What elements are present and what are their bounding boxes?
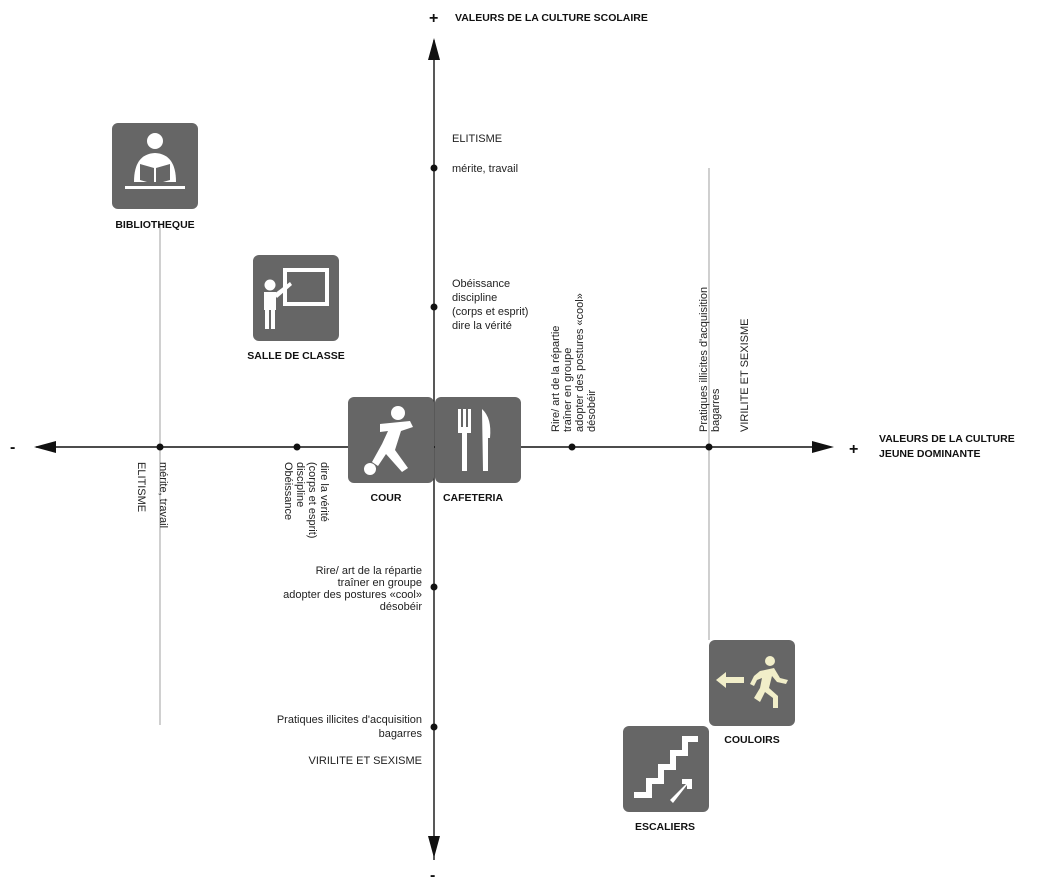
y-label-rire-2: traîner en groupe <box>338 577 422 589</box>
x-label-obeissance-2: discipline <box>294 462 306 507</box>
x-label-pratiques-1: Pratiques illicites d'acquisition <box>698 287 710 432</box>
couloirs-icon <box>709 640 795 726</box>
horizontal-axis-arrow-left <box>34 441 56 453</box>
vertical-axis-arrow-bottom <box>428 836 440 858</box>
x-axis-title-line2: JEUNE DOMINANTE <box>879 448 981 460</box>
dot-x-obeissance <box>293 443 301 451</box>
dot-y-merite <box>430 164 438 172</box>
cafeteria-icon <box>435 397 521 483</box>
x-left-sign: - <box>10 439 15 456</box>
x-right-sign: + <box>849 441 858 458</box>
y-bottom-sign: - <box>430 867 435 882</box>
x-label-rire-4: désobéir <box>586 389 598 432</box>
x-axis-title-line1: VALEURS DE LA CULTURE <box>879 433 1015 445</box>
y-label-rire-1: Rire/ art de la répartie <box>316 565 422 577</box>
y-label-pratiques-1: Pratiques illicites d'acquisition <box>277 714 422 726</box>
dot-y-pratiques <box>430 723 438 731</box>
x-label-obeissance-1: Obéissance <box>282 462 294 520</box>
x-label-rire-3: adopter des postures «cool» <box>574 293 586 432</box>
x-label-elitisme: ELITISME <box>135 462 147 512</box>
salle-label: SALLE DE CLASSE <box>247 350 344 362</box>
y-label-obeissance-2: discipline <box>452 292 497 304</box>
classroom-icon <box>253 255 339 341</box>
y-label-obeissance-1: Obéissance <box>452 278 510 290</box>
cour-icon <box>348 397 434 483</box>
escaliers-label: ESCALIERS <box>635 821 695 833</box>
couloirs-label: COULOIRS <box>724 734 779 746</box>
dot-y-rire <box>430 583 438 591</box>
dot-y-obeissance <box>430 303 438 311</box>
y-label-obeissance-4: dire la vérité <box>452 320 512 332</box>
y-label-rire-3: adopter des postures «cool» <box>283 589 422 601</box>
y-axis-title: VALEURS DE LA CULTURE SCOLAIRE <box>455 12 648 24</box>
x-label-obeissance-4: dire la vérité <box>318 462 330 522</box>
escaliers-icon <box>623 726 709 812</box>
x-label-obeissance-3: (corps et esprit) <box>306 462 318 538</box>
dot-x-merite <box>156 443 164 451</box>
x-label-rire-1: Rire/ art de la répartie <box>550 326 562 432</box>
dot-x-rire <box>568 443 576 451</box>
y-label-elitisme: ELITISME <box>452 133 502 145</box>
bibliotheque-icon <box>112 123 198 209</box>
y-label-merite: mérite, travail <box>452 163 518 175</box>
y-label-rire-4: désobéir <box>380 601 423 613</box>
vertical-axis-arrow-top <box>428 38 440 60</box>
x-label-pratiques-2: bagarres <box>710 388 722 432</box>
y-label-virilite: VIRILITE ET SEXISME <box>309 755 423 767</box>
dot-x-pratiques <box>705 443 713 451</box>
y-label-obeissance-3: (corps et esprit) <box>452 306 528 318</box>
cafeteria-label: CAFETERIA <box>443 492 504 504</box>
x-label-merite: mérite, travail <box>157 462 169 528</box>
horizontal-axis-arrow-right <box>812 441 834 453</box>
x-label-rire-2: traîner en groupe <box>562 348 574 432</box>
x-label-virilite: VIRILITE ET SEXISME <box>739 319 751 433</box>
bibliotheque-label: BIBLIOTHEQUE <box>115 219 194 231</box>
y-top-sign: + <box>429 10 438 27</box>
cour-label: COUR <box>371 492 402 504</box>
y-label-pratiques-2: bagarres <box>379 728 423 740</box>
